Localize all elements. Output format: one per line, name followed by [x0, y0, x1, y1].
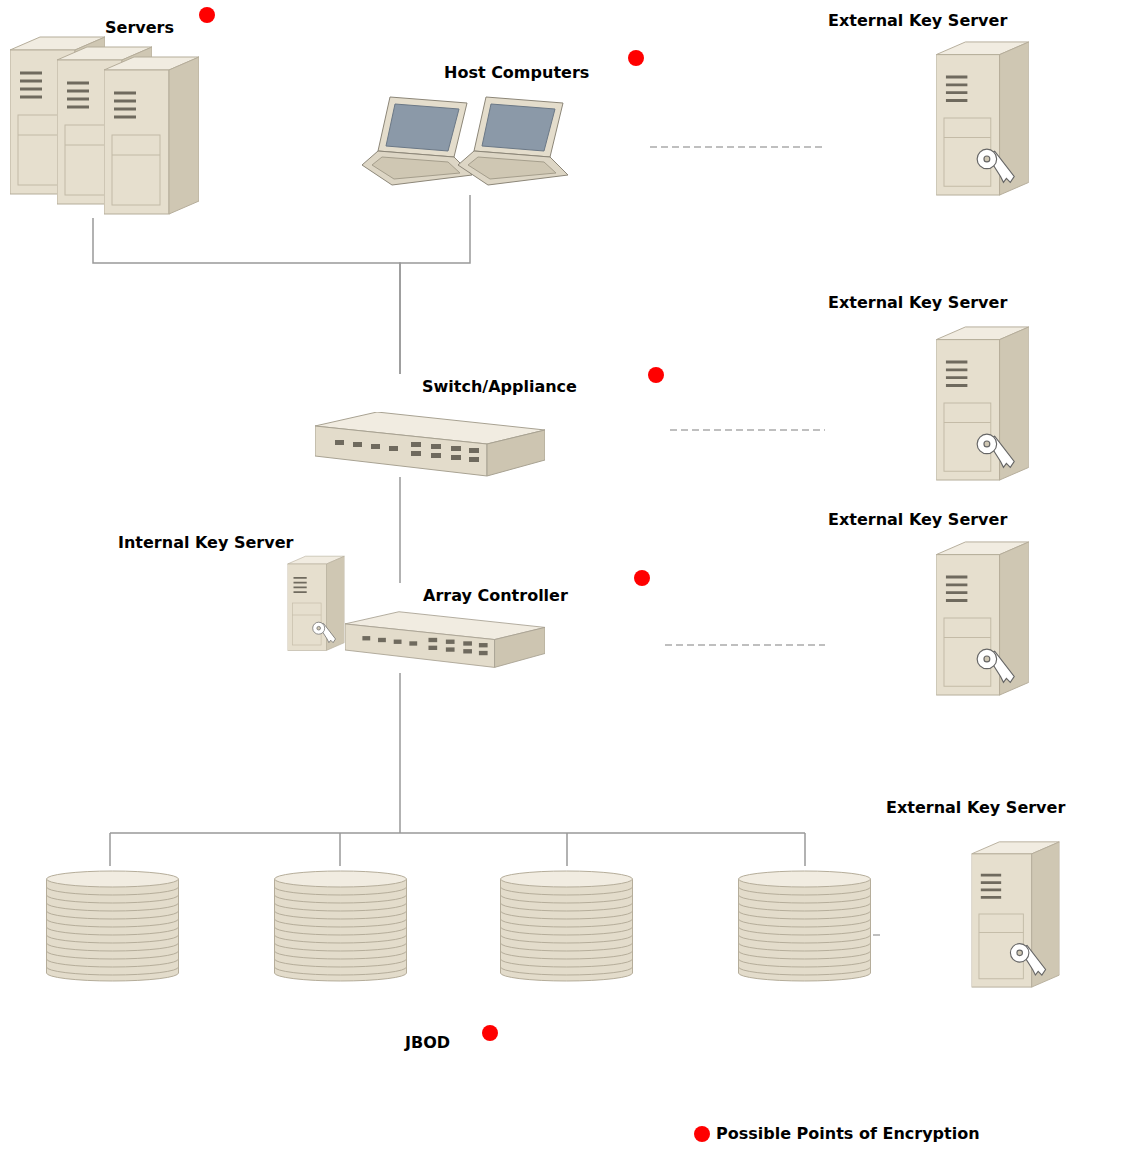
key-link: [873, 934, 883, 936]
array-controller: Array Controller: [345, 583, 665, 673]
external-key-server: External Key Server: [825, 290, 1090, 482]
network-link: [399, 673, 401, 833]
node-label: Array Controller: [423, 586, 568, 606]
jbod-disks: JBOD: [45, 833, 873, 1063]
node-label: External Key Server: [886, 798, 1065, 818]
node-label: Servers: [105, 18, 174, 38]
host-computers: Host Computers: [360, 48, 650, 195]
external-key-server: External Key Server: [825, 505, 1090, 697]
legend-text: Possible Points of Encryption: [716, 1124, 980, 1144]
key-link: [670, 429, 825, 431]
node-label: External Key Server: [828, 510, 1007, 530]
node-label: External Key Server: [828, 11, 1007, 31]
server-group: Servers: [5, 8, 220, 218]
node-label: External Key Server: [828, 293, 1007, 313]
key-link: [650, 146, 825, 148]
node-label: Host Computers: [444, 63, 589, 83]
switch-appliance: Switch/Appliance: [315, 374, 670, 477]
network-link: [93, 218, 400, 374]
network-link: [399, 477, 401, 583]
key-link: [665, 644, 825, 646]
legend-swatch: [694, 1126, 710, 1142]
external-key-server: External Key Server: [825, 5, 1090, 200]
node-label: Switch/Appliance: [422, 377, 577, 397]
node-label: JBOD: [405, 1033, 450, 1053]
network-link: [400, 195, 470, 374]
external-key-server: External Key Server: [883, 795, 1120, 990]
legend: Possible Points of Encryption: [694, 1124, 980, 1144]
internal-key-server: Internal Key Server: [115, 530, 345, 655]
node-label: Internal Key Server: [118, 533, 293, 553]
